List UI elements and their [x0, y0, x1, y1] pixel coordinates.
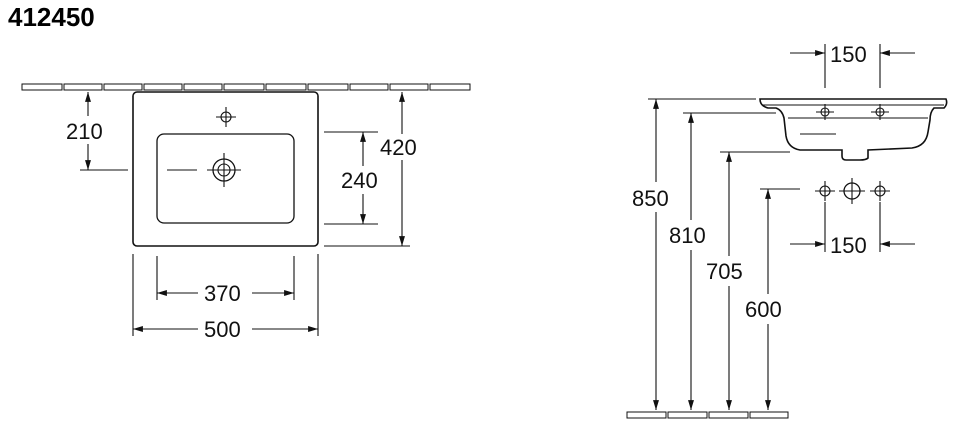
dim-depth: 420 [380, 135, 417, 160]
dim-height-810: 810 [669, 223, 706, 248]
tap-hole-icon [216, 107, 236, 127]
top-view: 210 240 420 370 500 [21, 83, 471, 342]
dim-wall-to-tap: 210 [66, 119, 103, 144]
dim-tap-spacing-top: 150 [830, 42, 867, 67]
basin-profile [759, 98, 948, 161]
basin-outline [132, 91, 319, 247]
floor-strip [626, 411, 789, 419]
connection-holes-icon [815, 178, 890, 204]
dim-width: 500 [204, 317, 241, 342]
drain-icon [167, 153, 241, 187]
dim-bowl-depth: 240 [341, 168, 378, 193]
dim-height-850: 850 [632, 186, 669, 211]
product-number: 412450 [8, 2, 95, 32]
faucet-hole-left-icon [816, 104, 834, 120]
dim-tap-spacing-bottom: 150 [830, 233, 867, 258]
dim-height-600: 600 [745, 297, 782, 322]
wall-strip [21, 83, 471, 91]
side-view: 150 [626, 42, 948, 419]
faucet-hole-right-icon [871, 104, 889, 120]
dim-bowl-width: 370 [204, 281, 241, 306]
bowl-outline [156, 133, 295, 224]
dim-height-705: 705 [706, 259, 743, 284]
